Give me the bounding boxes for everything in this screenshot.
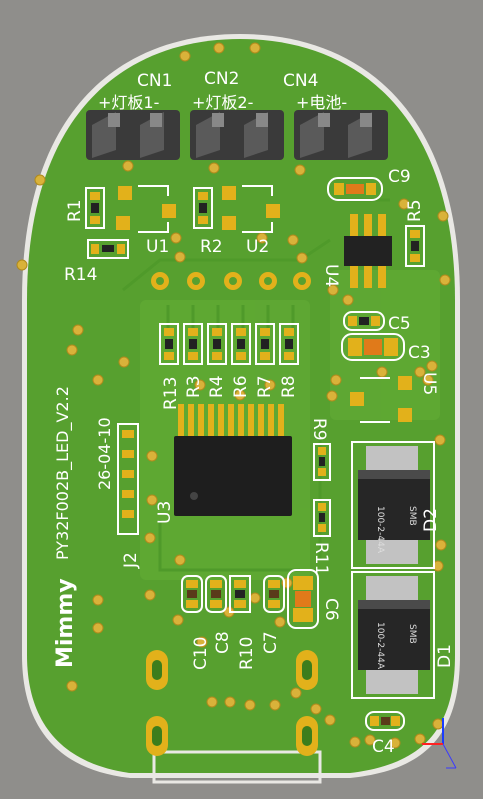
label-r4: R4 bbox=[207, 375, 227, 398]
label-cn1-ref: CN1 bbox=[137, 71, 172, 91]
label-u4: U4 bbox=[321, 264, 341, 287]
connector-cn4 bbox=[294, 110, 388, 160]
label-u2: U2 bbox=[246, 237, 269, 257]
label-cn1: +灯板1- bbox=[98, 93, 159, 112]
label-r11: R11 bbox=[311, 542, 331, 575]
label-d2: D2 bbox=[421, 508, 441, 532]
label-c8: C8 bbox=[213, 631, 233, 654]
board-tab bbox=[152, 750, 322, 784]
brand-mark: Mimmy bbox=[53, 578, 78, 668]
label-r14: R14 bbox=[64, 265, 97, 285]
label-u5: U5 bbox=[419, 372, 439, 395]
label-r5: R5 bbox=[405, 199, 425, 222]
label-u3: U3 bbox=[155, 501, 175, 524]
axis-indicator-icon bbox=[422, 718, 457, 769]
label-r9: R9 bbox=[309, 418, 329, 441]
label-cn2: +灯板2- bbox=[192, 93, 253, 112]
diode-d2: 100-2-44A SMB bbox=[351, 441, 435, 569]
label-j2: J2 bbox=[121, 552, 141, 569]
silkscreen: CN1 +灯板1- CN2 +灯板2- CN4 +电池- R1 R14 U1 R… bbox=[53, 69, 455, 757]
label-u1: U1 bbox=[146, 237, 169, 257]
label-r6: R6 bbox=[231, 375, 251, 398]
label-r8: R8 bbox=[279, 375, 299, 398]
vias bbox=[16, 42, 451, 749]
label-r3: R3 bbox=[184, 375, 204, 398]
d2-brand: SMB bbox=[407, 506, 417, 526]
board-name: PY32F002B_LED_V2.2 bbox=[53, 386, 73, 560]
d1-marking: 100-2-44A bbox=[375, 622, 385, 670]
label-d1: D1 bbox=[435, 644, 455, 668]
mounting-slots bbox=[146, 650, 318, 756]
d1-brand: SMB bbox=[407, 624, 417, 644]
label-c7: C7 bbox=[261, 631, 281, 654]
label-c4: C4 bbox=[372, 737, 395, 757]
label-cn4: +电池- bbox=[296, 93, 347, 112]
label-r1: R1 bbox=[65, 199, 85, 222]
label-r13: R13 bbox=[161, 377, 181, 410]
label-c6: C6 bbox=[321, 598, 341, 621]
ic-u3 bbox=[174, 404, 292, 516]
connector-cn1 bbox=[86, 110, 180, 160]
label-r10: R10 bbox=[237, 637, 257, 670]
smd-components bbox=[85, 177, 425, 731]
label-cn4-ref: CN4 bbox=[283, 71, 318, 91]
label-c10: C10 bbox=[191, 636, 211, 670]
label-r7: R7 bbox=[255, 375, 275, 398]
connector-cn2 bbox=[190, 110, 284, 160]
label-c9: C9 bbox=[388, 167, 411, 187]
label-c3: C3 bbox=[408, 343, 431, 363]
date-code: 26-04-10 bbox=[95, 417, 114, 490]
label-cn2-ref: CN2 bbox=[204, 69, 239, 89]
diode-d1: 100-2-44A SMB bbox=[351, 571, 435, 699]
label-c5: C5 bbox=[388, 314, 411, 334]
d2-marking: 100-2-44A bbox=[375, 506, 385, 554]
label-r2: R2 bbox=[200, 237, 223, 257]
